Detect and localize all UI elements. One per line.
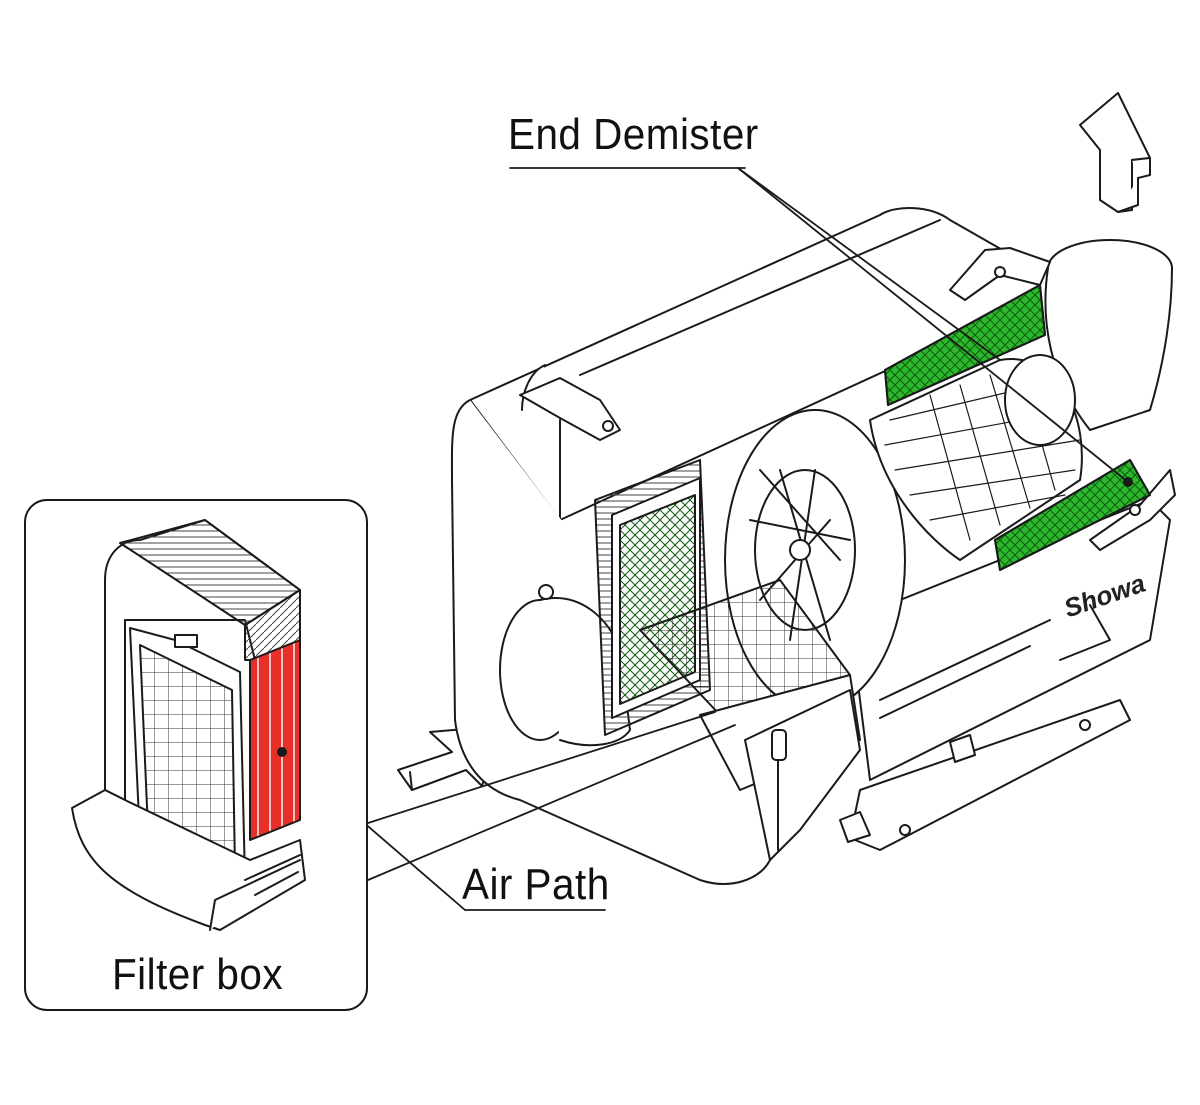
filter-stack [594, 459, 861, 791]
end-demister-leader-top [737, 167, 1001, 361]
latch-right [1089, 469, 1176, 551]
filter-cartridge [104, 519, 301, 881]
exhaust-arrow-icon [1079, 92, 1151, 213]
filter-box-label: Filter box [112, 950, 284, 999]
drum-filter [869, 354, 1083, 561]
latch-left [519, 377, 621, 441]
end-demister-leader-bottom [737, 167, 1129, 483]
leader-lines [281, 167, 1129, 911]
air-path-label: Air Path [462, 860, 610, 909]
front-bracket [744, 689, 976, 861]
air-path-leader-lower [367, 724, 736, 881]
end-demister-label: End Demister [508, 110, 759, 159]
end-demister-panel-top [884, 284, 1046, 406]
air-path-leader-upper [367, 711, 716, 824]
filter-tray [71, 789, 306, 931]
filter-box-inset [24, 499, 368, 1011]
latch-top [949, 247, 1051, 301]
